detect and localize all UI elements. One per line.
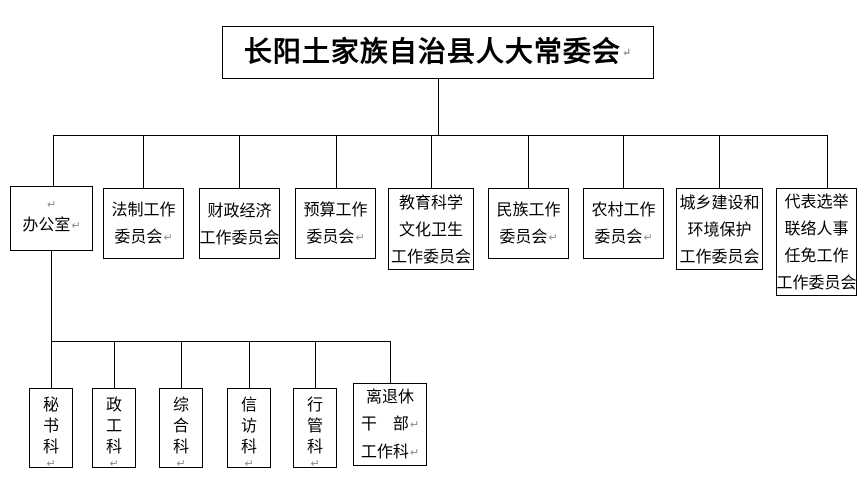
root-node-label: 长阳土家族自治县人大常委会↵ <box>243 34 633 68</box>
section-retired-cadres-work[interactable]: 离退休 干 部↵ 工作科↵ <box>353 383 427 466</box>
connector-drop-finance <box>239 135 240 188</box>
connector-drop-general-affairs <box>181 341 182 388</box>
return-mark-icon: ↵ <box>409 446 420 459</box>
department-budget-committee-label: 预算工作 委员会↵ <box>303 200 368 246</box>
return-mark-icon: ↵ <box>409 418 420 431</box>
section-secretariat[interactable]: 秘 书 科 ↵ <box>29 388 73 470</box>
return-mark-icon: ↵ <box>548 231 558 244</box>
connector-drop-retired-cadres <box>390 341 391 383</box>
section-general-affairs-label: 综 合 科 ↵ <box>172 395 189 470</box>
root-node-people-congress-standing-committee[interactable]: 长阳土家族自治县人大常委会↵ <box>222 26 654 79</box>
return-mark-icon: ↵ <box>46 457 56 470</box>
connector-drop-deputy-election <box>827 135 828 188</box>
department-office-label: ↵ 办公室↵ <box>22 197 81 234</box>
return-mark-icon: ↵ <box>621 46 633 60</box>
return-mark-icon: ↵ <box>643 231 653 244</box>
department-deputy-election-liaison-personnel-committee[interactable]: 代表选举 联络人事 任免工作 工作委员会 <box>776 188 857 296</box>
return-mark-icon: ↵ <box>244 457 254 470</box>
department-ethnic-affairs-committee-label: 民族工作 委员会↵ <box>496 200 561 246</box>
return-mark-icon: ↵ <box>176 457 186 470</box>
section-retired-cadres-work-label: 离退休 干 部↵ 工作科↵ <box>360 387 420 461</box>
connector-drop-urban-rural <box>719 135 720 188</box>
return-mark-icon: ↵ <box>46 197 57 211</box>
connector-drop-education <box>431 135 432 188</box>
department-finance-economy-committee[interactable]: 财政经济 工作委员会 <box>199 188 280 259</box>
department-budget-committee[interactable]: 预算工作 委员会↵ <box>295 188 376 259</box>
connector-root-drop <box>438 79 439 136</box>
section-political-work-label: 政 工 科 ↵ <box>105 395 122 470</box>
section-petition-label: 信 访 科 ↵ <box>240 395 257 470</box>
department-rural-affairs-committee-label: 农村工作 委员会↵ <box>591 200 656 246</box>
section-secretariat-label: 秘 书 科 ↵ <box>42 395 59 470</box>
department-finance-economy-committee-label: 财政经济 工作委员会 <box>199 200 280 247</box>
connector-drop-political-work <box>114 341 115 388</box>
connector-drop-budget <box>336 135 337 188</box>
department-legal-affairs-committee-label: 法制工作 委员会↵ <box>111 200 176 246</box>
connector-drop-office <box>53 135 54 186</box>
return-mark-icon: ↵ <box>71 218 81 232</box>
section-administration-label: 行 管 科 ↵ <box>306 395 323 470</box>
connector-drop-legal <box>143 135 144 188</box>
section-general-affairs[interactable]: 综 合 科 ↵ <box>159 388 203 470</box>
section-administration[interactable]: 行 管 科 ↵ <box>293 388 337 470</box>
connector-drop-administration <box>315 341 316 388</box>
connector-drop-ethnic <box>528 135 529 188</box>
department-deputy-election-liaison-personnel-committee-label: 代表选举 联络人事 任免工作 工作委员会 <box>776 192 857 292</box>
connector-office-drop <box>51 251 52 341</box>
return-mark-icon: ↵ <box>163 231 173 244</box>
department-legal-affairs-committee[interactable]: 法制工作 委员会↵ <box>103 188 184 259</box>
department-urban-rural-construction-environment-committee[interactable]: 城乡建设和 环境保护 工作委员会 <box>676 188 763 270</box>
department-ethnic-affairs-committee[interactable]: 民族工作 委员会↵ <box>488 188 569 259</box>
section-political-work[interactable]: 政 工 科 ↵ <box>92 388 136 470</box>
department-urban-rural-construction-environment-committee-label: 城乡建设和 环境保护 工作委员会 <box>679 192 760 266</box>
connector-main-bus <box>53 135 828 136</box>
department-rural-affairs-committee[interactable]: 农村工作 委员会↵ <box>583 188 664 259</box>
department-education-science-culture-health-committee-label: 教育科学 文化卫生 工作委员会 <box>390 192 471 266</box>
department-office[interactable]: ↵ 办公室↵ <box>10 186 93 251</box>
section-petition[interactable]: 信 访 科 ↵ <box>227 388 271 470</box>
connector-drop-petition <box>249 341 250 388</box>
connector-drop-secretariat <box>51 341 52 388</box>
department-education-science-culture-health-committee[interactable]: 教育科学 文化卫生 工作委员会 <box>388 188 474 270</box>
return-mark-icon: ↵ <box>310 457 320 470</box>
return-mark-icon: ↵ <box>355 231 365 244</box>
connector-sections-bus <box>51 341 391 342</box>
connector-drop-rural <box>623 135 624 188</box>
return-mark-icon: ↵ <box>109 457 119 470</box>
